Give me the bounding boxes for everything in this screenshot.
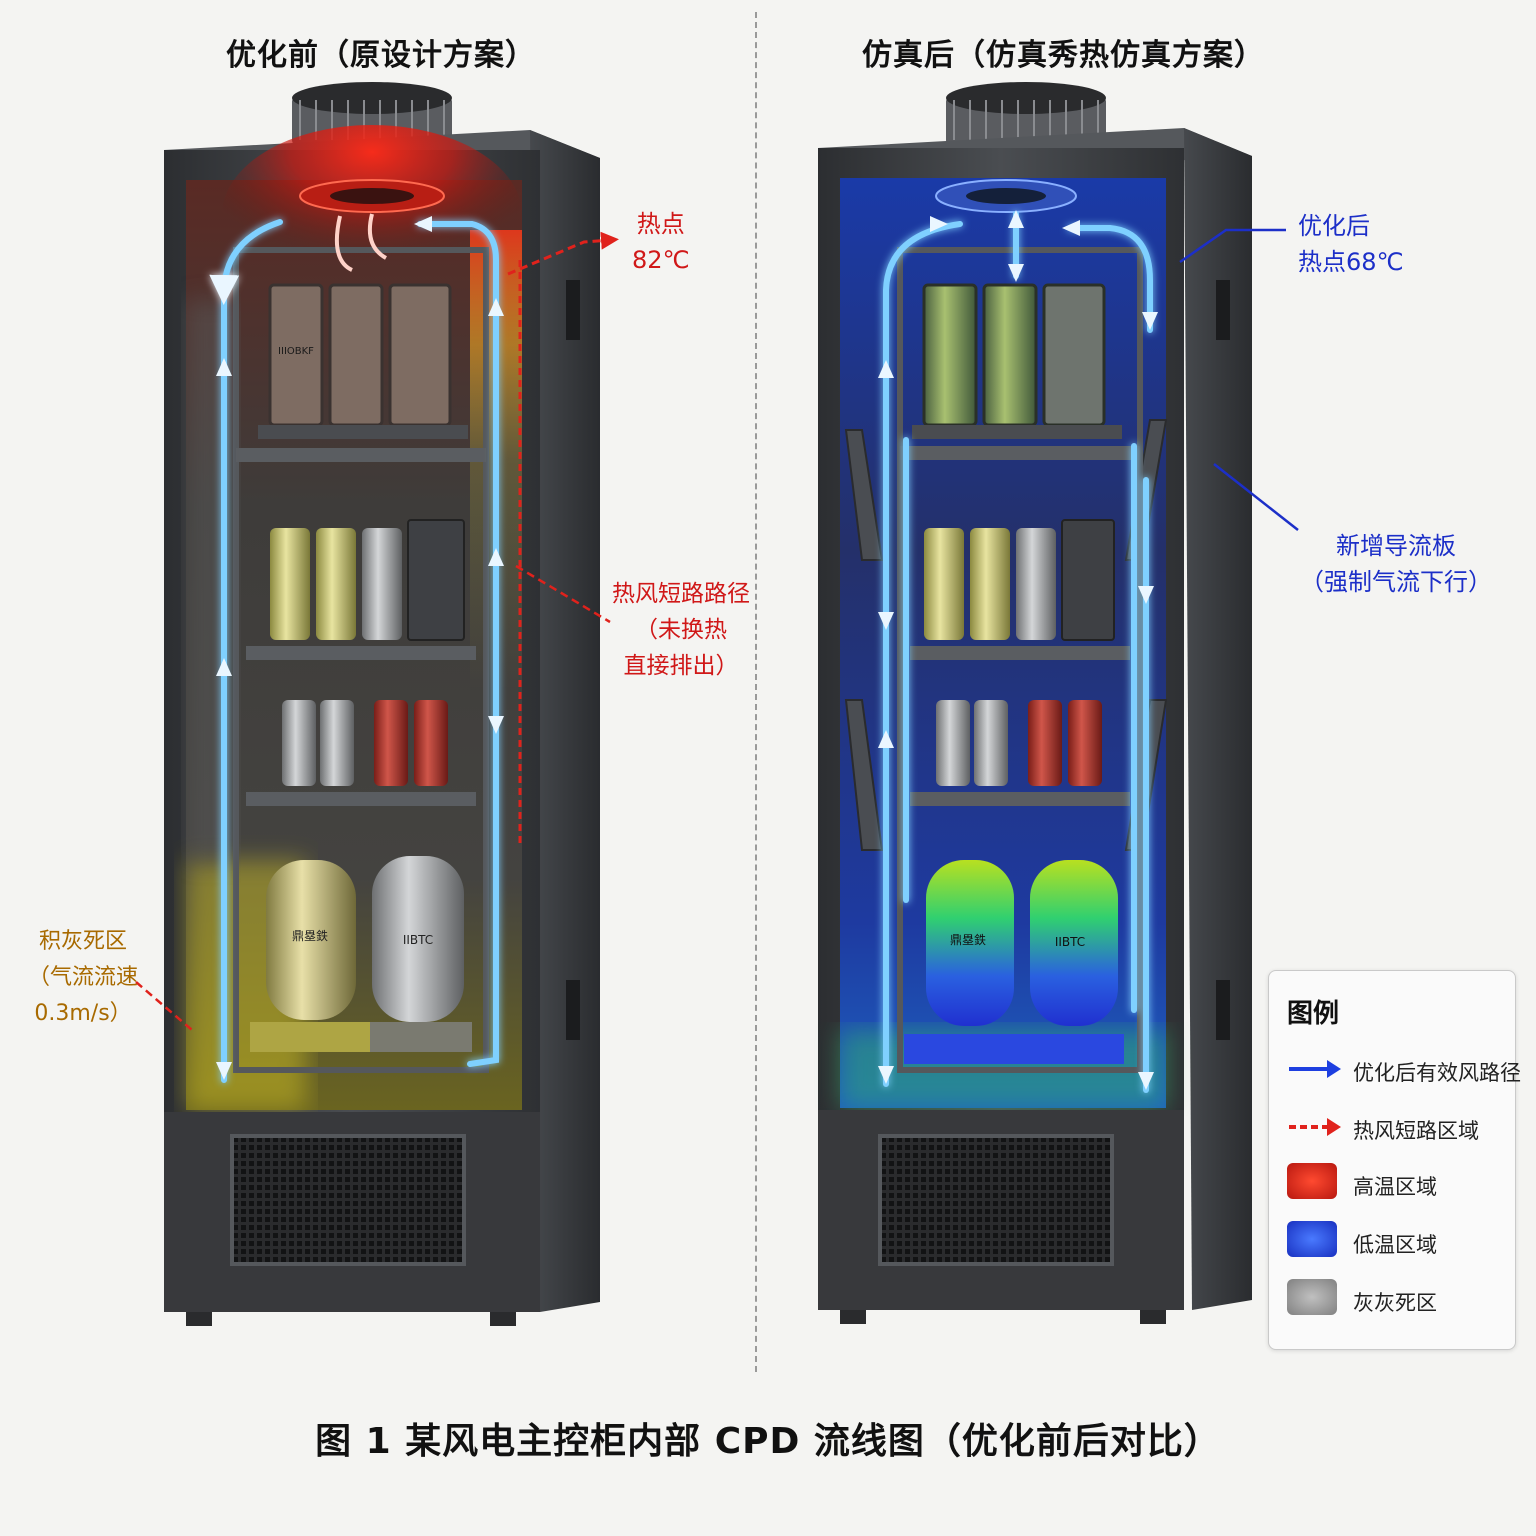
panel-title-before: 优化前（原设计方案） xyxy=(226,38,536,73)
short-circuit-line1: 热风短路路径 xyxy=(612,581,750,607)
short-circuit-line2: （未换热 xyxy=(635,617,727,643)
power-modules-before: IIIOBKF xyxy=(258,283,468,439)
legend: 图例 优化后有效风路径 热风短路区域 高温区域 低温区域 灰灰死区 xyxy=(1268,970,1521,1350)
airflow-paths-after xyxy=(883,211,1153,1093)
panel-divider xyxy=(755,12,757,1372)
legend-swatch-dead-zone xyxy=(1287,1279,1337,1315)
baffle-label: 新增导流板 （强制气流下行） xyxy=(1300,528,1492,600)
capacitor-row-3-after xyxy=(936,700,1102,786)
tank-label-cn-after: 鼎塁鉄 xyxy=(950,932,986,947)
tanks-before: 鼎塁鉄 IIBTC xyxy=(250,856,472,1052)
short-circuit-leader xyxy=(515,564,611,624)
legend-item-effective-airflow: 优化后有效风路径 xyxy=(1283,1049,1521,1089)
module-label: IIIOBKF xyxy=(278,346,314,357)
power-modules-after xyxy=(912,283,1122,439)
legend-label: 灰灰死区 xyxy=(1353,1291,1437,1315)
tank-label-cn: 鼎塁鉄 xyxy=(292,928,328,943)
hotspot-before-line2: 82℃ xyxy=(632,246,690,274)
hotspot-after-line2: 热点68℃ xyxy=(1298,248,1404,276)
capacitor-row-before xyxy=(270,519,465,641)
dust-zone-label: 积灰死区 （气流流速 0.3m/s） xyxy=(28,924,138,1032)
tank-label-en-after: IIBTC xyxy=(1055,935,1085,949)
airflow-paths-before xyxy=(209,219,499,1083)
cabinet-after: 鼎塁鉄 IIBTC xyxy=(818,82,1252,1324)
tank-label-en: IIBTC xyxy=(403,933,433,947)
capacitor-row-3-before xyxy=(282,700,448,786)
baffle-line2: （强制气流下行） xyxy=(1300,568,1492,596)
dust-zone-line2: （气流流速 xyxy=(28,965,139,990)
legend-title: 图例 xyxy=(1287,999,1340,1029)
baffle-leader xyxy=(1213,463,1299,531)
dust-zone-line3: 0.3m/s） xyxy=(34,1001,132,1026)
dust-zone-line1: 积灰死区 xyxy=(39,929,128,954)
legend-item-low-temp: 低温区域 xyxy=(1283,1221,1513,1261)
short-circuit-line3: 直接排出） xyxy=(623,653,739,679)
hotspot-after-line1: 优化后 xyxy=(1298,212,1370,240)
cpd-flow-diagram: IIIOBKF 鼎塁鉄 IIBTC xyxy=(135,82,1299,1326)
legend-item-high-temp: 高温区域 xyxy=(1283,1163,1513,1203)
hotspot-before-leader xyxy=(507,231,619,276)
hotspot-before-label: 热点 82℃ xyxy=(632,206,690,278)
legend-swatch-high-temp xyxy=(1287,1163,1337,1199)
legend-dashed-arrow-icon xyxy=(1289,1118,1341,1136)
legend-arrow-icon xyxy=(1289,1060,1341,1078)
top-fan-after xyxy=(946,82,1106,146)
hotspot-before-line1: 热点 xyxy=(636,210,685,238)
panel-title-after: 仿真后（仿真秀热仿真方案） xyxy=(862,38,1265,73)
legend-label: 热风短路区域 xyxy=(1353,1119,1479,1143)
short-circuit-label: 热风短路路径 （未换热 直接排出） xyxy=(612,576,750,684)
legend-swatch-low-temp xyxy=(1287,1221,1337,1257)
legend-label: 低温区域 xyxy=(1353,1233,1437,1257)
baffle-line1: 新增导流板 xyxy=(1336,532,1456,560)
figure-caption: 图 1 某风电主控柜内部 CPD 流线图（优化前后对比） xyxy=(315,1421,1221,1462)
capacitor-row-after xyxy=(924,519,1115,641)
legend-item-short-circuit: 热风短路区域 xyxy=(1283,1107,1513,1147)
tanks-after: 鼎塁鉄 IIBTC xyxy=(904,860,1124,1064)
cabinet-before: IIIOBKF 鼎塁鉄 IIBTC xyxy=(164,82,600,1326)
legend-label: 高温区域 xyxy=(1353,1175,1437,1199)
legend-label: 优化后有效风路径 xyxy=(1353,1061,1521,1085)
hotspot-after-label: 优化后 热点68℃ xyxy=(1298,208,1404,280)
legend-item-dead-zone: 灰灰死区 xyxy=(1283,1279,1513,1319)
hotspot-after-leader xyxy=(1179,228,1286,264)
